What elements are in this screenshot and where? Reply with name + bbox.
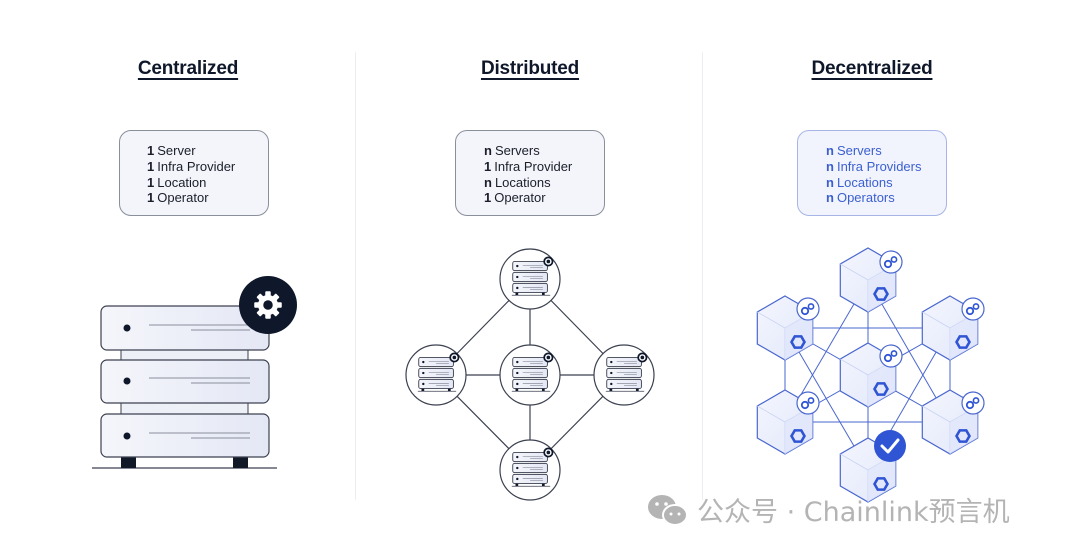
link-badge-icon [879,250,903,274]
server-icon [417,352,460,392]
link-badge-icon [961,391,985,415]
column-divider [355,52,356,500]
server-icon [605,352,648,392]
server-node [593,344,655,406]
hex-node [755,388,820,456]
hex-node [920,294,985,362]
server-unit [100,305,270,351]
hex-node [920,388,985,456]
watermark: 公众号 · Chainlink预言机 [647,490,1010,529]
centralized-title: Centralized [137,58,239,79]
hex-node [838,246,903,314]
column-divider [702,52,703,500]
check-badge [874,430,906,462]
server-unit [100,359,270,404]
hex-node [755,294,820,362]
decentralized-title: Decentralized [811,58,933,79]
hex-node [838,341,903,409]
server-icon [511,256,554,296]
server-unit [100,413,270,458]
server-node [499,344,561,406]
server-icon [511,352,554,392]
server-foot [233,455,248,468]
server-node [405,344,467,406]
distributed-network-illustration [405,248,655,501]
link-badge-icon [961,297,985,321]
link-badge-icon [796,391,820,415]
centralized-server-illustration [92,276,297,469]
wechat-icon [648,494,688,526]
gear-badge [239,276,297,334]
decentralized-network-illustration [755,246,985,504]
watermark-text: 公众号 · Chainlink预言机 [697,497,1010,528]
distributed-title: Distributed [480,58,580,79]
checkmark-icon [880,438,900,454]
server-node [499,248,561,310]
server-icon [511,447,554,487]
link-badge-icon [879,344,903,368]
link-badge-icon [796,297,820,321]
server-foot [121,455,136,468]
server-node [499,439,561,501]
gear-icon [254,291,282,319]
